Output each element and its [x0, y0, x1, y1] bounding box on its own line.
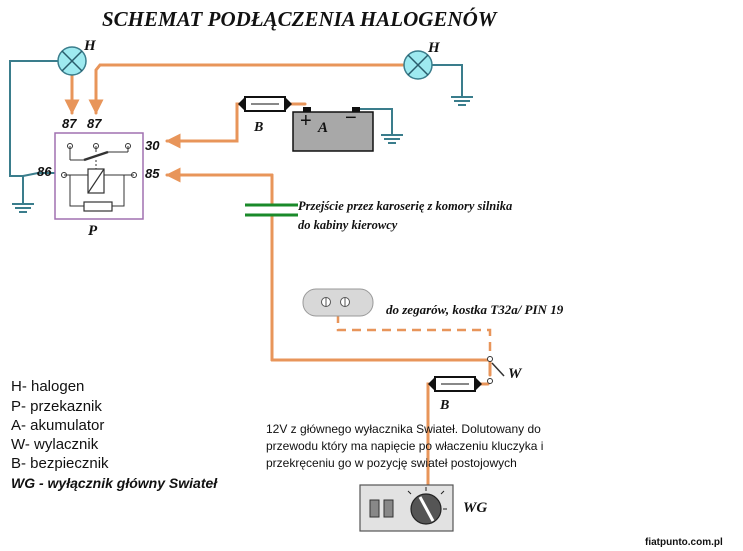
relay-pin-85: 85: [145, 166, 160, 181]
diagram-title: SCHEMAT PODŁĄCZENIA HALOGENÓW: [102, 7, 498, 31]
dashboard-dashed-wire: [336, 314, 492, 360]
relay-pin-30: 30: [145, 138, 160, 153]
watermark: fiatpunto.com.pl: [645, 537, 723, 548]
battery-plus: +: [300, 110, 312, 132]
relay-pin-87a: 87: [62, 116, 77, 131]
battery-minus: −: [345, 107, 357, 129]
halogen-left-label: H: [83, 38, 97, 54]
bodywork-note-line1: Przejście przez karoserię z komory silni…: [298, 199, 512, 213]
battery-label: A: [317, 120, 328, 136]
relay-pin-86: 86: [37, 164, 52, 179]
main-switch-icon: [359, 484, 454, 532]
relay-pin-87b: 87: [87, 116, 102, 131]
dashboard-plug-icon: [302, 288, 374, 317]
legend-item: A- akumulator: [11, 417, 104, 434]
switch-w-icon: [487, 356, 505, 384]
fuse-top-icon: [238, 96, 292, 112]
source-note-line2: przewodu który ma napięcie po właczeniu …: [266, 439, 543, 453]
source-note-line3: przekręceniu go w pozycję swiateł postoj…: [266, 456, 517, 470]
halogen-right-label: H: [427, 40, 441, 56]
fuse-bottom-label: B: [439, 398, 449, 413]
legend-item: B- bezpiecznik: [11, 455, 109, 472]
dashboard-note: do zegarów, kostka T32a/ PIN 19: [386, 302, 564, 317]
legend-item: P- przekaznik: [11, 398, 102, 415]
relay-label: P: [88, 223, 98, 239]
bodywork-passthrough: [245, 203, 298, 217]
relay-icon: [54, 132, 144, 220]
halogen-right-icon: [403, 50, 433, 80]
main-switch-label: WG: [463, 500, 487, 516]
legend-item: H- halogen: [11, 378, 84, 395]
ground-wires: [9, 60, 473, 213]
legend-item: W- wylacznik: [11, 436, 99, 453]
legend-item: WG - wyłącznik główny Swiateł: [11, 475, 218, 491]
fuse-bottom-icon: [428, 376, 482, 392]
legend: H- halogen P- przekaznik A- akumulator W…: [11, 378, 218, 491]
source-note-line1: 12V z głównego wyłacznika Swiateł. Dolut…: [266, 422, 541, 436]
bodywork-note-line2: do kabiny kierowcy: [298, 218, 398, 232]
fuse-top-label: B: [253, 120, 263, 135]
battery-icon: [292, 107, 374, 152]
halogen-left-icon: [57, 46, 87, 76]
switch-w-label: W: [508, 366, 523, 382]
